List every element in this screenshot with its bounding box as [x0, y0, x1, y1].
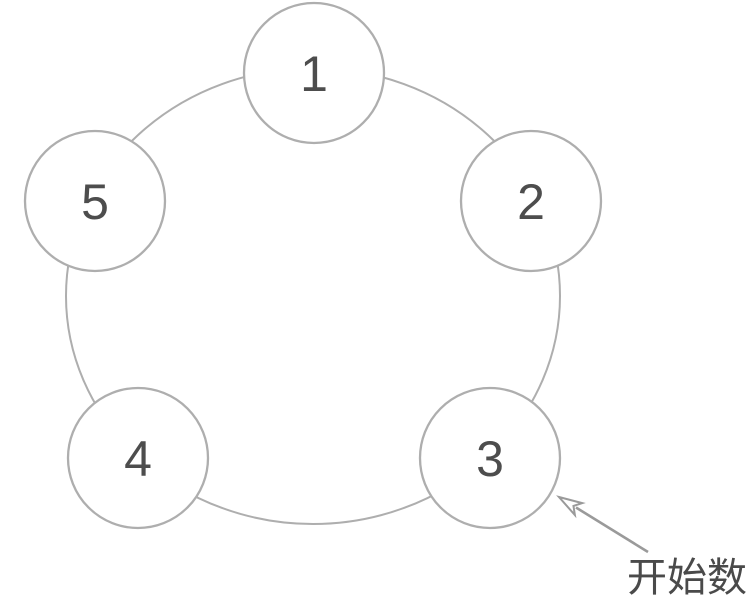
node-circle-1: [242, 1, 386, 145]
node-circle-2: [459, 129, 603, 273]
node-circle-3: [418, 386, 562, 530]
node-circle-4: [66, 386, 210, 530]
node-label-1: 1: [300, 46, 328, 102]
node-label-2: 2: [517, 174, 545, 230]
node-circle-5: [23, 129, 167, 273]
annotation-layer: 开始数: [556, 495, 747, 600]
arrow-head-icon: [556, 495, 586, 519]
node-label-4: 4: [124, 431, 152, 487]
arrow-line: [575, 506, 649, 554]
start-counting-label: 开始数: [627, 556, 747, 600]
node-label-5: 5: [81, 174, 109, 230]
nodes-layer: 1 2 5 3 4: [23, 1, 603, 530]
node-label-3: 3: [476, 431, 504, 487]
